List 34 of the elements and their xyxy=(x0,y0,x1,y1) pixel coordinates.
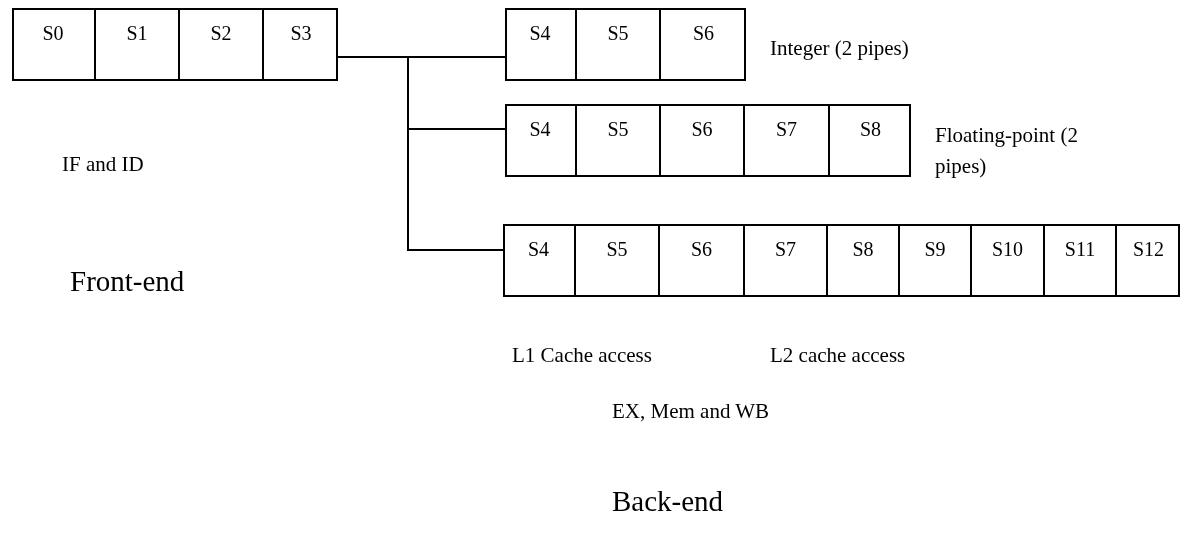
stage-name: S6 xyxy=(689,238,714,261)
stage-name: S6 xyxy=(691,22,716,45)
pipeline-stage-bar xyxy=(505,8,746,81)
stage-name: S4 xyxy=(528,118,552,141)
stage-name: S8 xyxy=(858,118,883,141)
stage-name: S4 xyxy=(526,238,551,261)
stage-name: S11 xyxy=(1063,238,1097,261)
stage-name: S5 xyxy=(605,238,629,261)
stage-name: S6 xyxy=(690,118,714,141)
pipe-label: Floating-point (2 pipes) xyxy=(935,122,1079,180)
stage-group-label: IF and ID xyxy=(62,151,144,178)
stage-name: S9 xyxy=(923,238,947,261)
pipeline-stage-bar xyxy=(505,104,911,177)
stage-group-label: L2 cache access xyxy=(770,342,906,369)
stage-name: S3 xyxy=(289,22,313,45)
stage-name: S8 xyxy=(851,238,875,261)
stage-name: S5 xyxy=(606,118,630,141)
pipeline-stage-bar xyxy=(12,8,338,81)
stage-name: S0 xyxy=(41,22,65,45)
stage-group-label: L1 Cache access xyxy=(512,342,652,369)
connector-line xyxy=(337,56,504,251)
stage-name: S2 xyxy=(209,22,233,45)
section-label: Front-end xyxy=(70,266,185,297)
stage-name: S7 xyxy=(773,238,798,261)
stage-name: S5 xyxy=(606,22,630,45)
pipe-label: Integer (2 pipes) xyxy=(770,35,910,62)
pipeline-stage-bar xyxy=(503,224,1180,297)
stage-name: S7 xyxy=(774,118,799,141)
section-label: Back-end xyxy=(612,486,724,517)
stage-group-label: EX, Mem and WB xyxy=(612,398,770,425)
stage-name: S10 xyxy=(990,238,1025,261)
stage-name: S1 xyxy=(125,22,149,45)
stage-name: S4 xyxy=(528,22,552,45)
stage-name: S12 xyxy=(1131,238,1166,261)
